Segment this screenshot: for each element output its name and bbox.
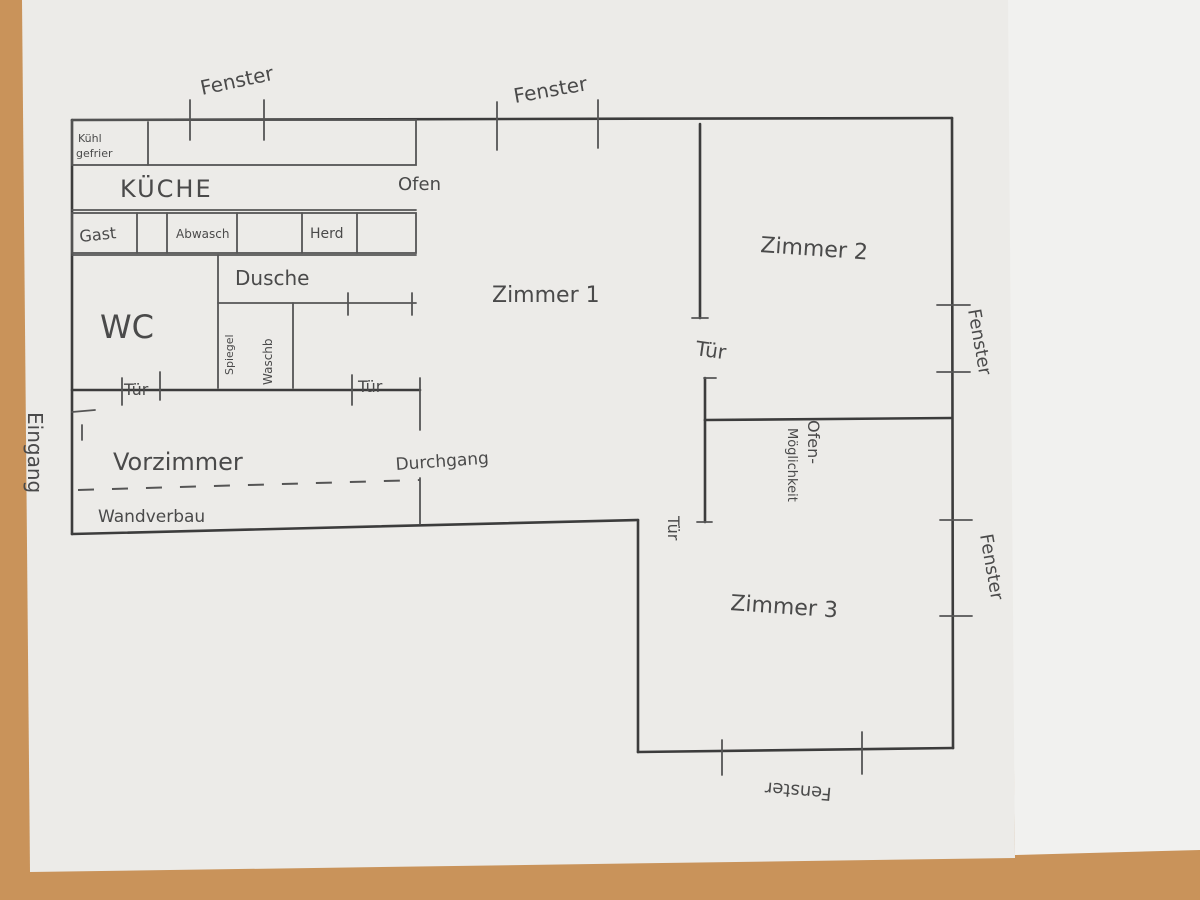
walls — [70, 116, 955, 754]
abwasch-label: Abwasch — [176, 227, 229, 241]
wandverbau-label: Wandverbau — [98, 507, 205, 527]
eingang-label: Eingang — [23, 412, 47, 493]
gefrier-label: gefrier — [76, 147, 113, 160]
waschb-label: Waschb — [261, 338, 275, 385]
paper-sheet — [22, 0, 1015, 872]
ofen-label: Ofen — [398, 174, 441, 195]
dusche-label: Dusche — [235, 266, 309, 290]
gast-label: Gast — [78, 223, 117, 246]
herd-label: Herd — [310, 226, 344, 242]
paper-sheet-back — [1005, 0, 1200, 855]
ofen-moeglichkeit-2: Möglichkeit — [784, 428, 799, 502]
tuer-label-zimmer2: Tür — [693, 336, 728, 364]
tuer-label-bath: Tür — [357, 377, 383, 396]
kitchen-counters — [71, 119, 417, 256]
bathroom-walls — [70, 254, 422, 431]
ofen-moeglichkeit-1: Ofen- — [804, 420, 823, 464]
zimmer1-label: Zimmer 1 — [492, 283, 600, 308]
vorzimmer-label: Vorzimmer — [113, 448, 243, 476]
spiegel-label: Spiegel — [223, 334, 236, 375]
kueche-label: KÜCHE — [120, 174, 213, 203]
kuehl-label: Kühl — [78, 132, 102, 145]
vorzimmer-lines — [71, 409, 421, 525]
tuer-label-zimmer3: Tür — [664, 515, 683, 541]
window-ticks — [189, 99, 973, 776]
tuer-label-wc: Tür — [123, 380, 149, 399]
wc-label: WC — [100, 308, 154, 346]
